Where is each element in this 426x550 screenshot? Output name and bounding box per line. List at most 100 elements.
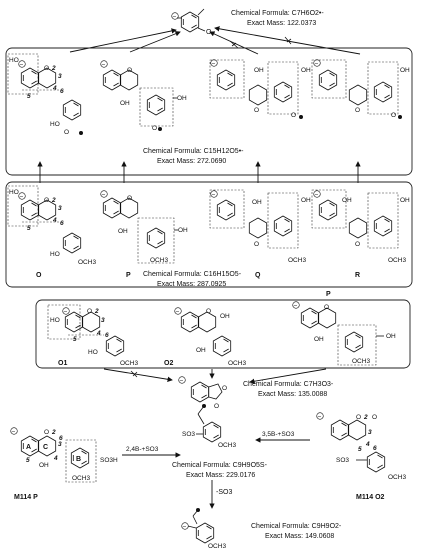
svg-text:5: 5 (27, 93, 31, 100)
label-p: P (126, 272, 131, 279)
arrow-o-top (69, 28, 177, 53)
svg-text:SO3: SO3 (182, 431, 195, 438)
svg-text:O: O (127, 67, 132, 74)
svg-text:6: 6 (373, 445, 377, 452)
svg-text:O: O (324, 304, 329, 311)
svg-text:OH: OH (252, 199, 262, 206)
svg-text:3: 3 (101, 317, 105, 324)
svg-text:O: O (391, 112, 396, 119)
svg-text:O: O (355, 107, 360, 114)
top-o: O (206, 29, 212, 36)
box-radical-anions (5, 47, 413, 176)
box2-formula: Chemical Formula: C16H15O5- (143, 271, 242, 278)
svg-text:O: O (206, 308, 211, 315)
svg-text:O: O (254, 241, 259, 248)
box2-mass: Exact Mass: 287.0925 (157, 281, 226, 288)
label-q: Q (255, 272, 261, 279)
svg-text:4: 4 (53, 455, 58, 462)
label-r: R (355, 272, 360, 279)
final-formula: Chemical Formula: C9H9O2- (251, 523, 342, 530)
svg-text:OCH3: OCH3 (228, 360, 246, 367)
ring-b: B (76, 456, 81, 463)
svg-text:OH: OH (400, 67, 410, 74)
svg-text:OCH3: OCH3 (218, 442, 236, 449)
svg-text:OH: OH (314, 336, 324, 343)
struct-p-radical: O − OH OH O (100, 60, 187, 132)
svg-text:5: 5 (26, 457, 30, 464)
svg-text:−: − (212, 61, 216, 68)
label-o: O (36, 272, 42, 279)
svg-text:3: 3 (58, 205, 62, 212)
top-mass: Exact Mass: 122.0373 (247, 20, 316, 27)
svg-text:O: O (356, 414, 361, 421)
svg-text:HO: HO (50, 121, 60, 128)
svg-text:OH: OH (400, 197, 410, 204)
struct-m114-p: − A C O 2 3 4 5 6 OH B SO3H OCH3 M114 P (10, 427, 118, 501)
svg-text:4: 4 (365, 441, 370, 448)
svg-text:6: 6 (60, 88, 64, 95)
svg-text:O: O (44, 197, 49, 204)
lactone-mass: Exact Mass: 135.0088 (258, 391, 327, 398)
svg-text:2: 2 (51, 197, 56, 204)
svg-text:OCH3: OCH3 (352, 358, 370, 365)
svg-text:OH: OH (386, 333, 396, 340)
svg-text:OCH3: OCH3 (388, 474, 406, 481)
svg-text:OH: OH (120, 100, 130, 107)
sulfate-mass: Exact Mass: 229.0176 (186, 472, 255, 479)
svg-text:HO: HO (50, 251, 60, 258)
lactone-formula: Chemical Formula: C7H3O3- (243, 381, 334, 388)
struct-lactone: − O O (178, 376, 227, 410)
left-arrow-label: 2,4B-+SO3 (126, 446, 159, 453)
svg-text:OH: OH (301, 197, 311, 204)
box-isomers (35, 299, 411, 369)
ring-c: C (43, 444, 48, 451)
svg-text:3: 3 (58, 441, 62, 448)
svg-text:OCH3: OCH3 (78, 259, 96, 266)
svg-text:5: 5 (73, 336, 77, 343)
svg-text:O: O (372, 414, 377, 421)
svg-text:−: − (212, 192, 216, 199)
svg-text:2: 2 (94, 308, 99, 315)
svg-text:5: 5 (27, 225, 31, 232)
svg-text:O: O (44, 429, 49, 436)
svg-text:HO: HO (50, 317, 60, 324)
svg-text:O: O (64, 129, 69, 136)
top-formula: Chemical Formula: C7H6O2•- (231, 10, 324, 17)
box-precursor-ions (5, 181, 413, 288)
top-minus: − (173, 14, 177, 21)
struct-p: O − OH OH OCH3 P (100, 190, 188, 279)
svg-text:6: 6 (60, 220, 64, 227)
struct-o2: O OH − OH OCH3 O2 (164, 307, 246, 367)
arrow-r-top (214, 26, 361, 55)
struct-p-box3: O − OH OH OCH3 P (292, 291, 396, 366)
svg-text:OH: OH (118, 228, 128, 235)
svg-text:OCH3: OCH3 (388, 257, 406, 264)
struct-m114-o2: − O 2 O 3 4 5 6 SO3 OCH3 M114 O2 (316, 412, 406, 501)
svg-text:4: 4 (52, 85, 57, 92)
svg-text:2: 2 (51, 429, 56, 436)
svg-text:−: − (318, 414, 322, 421)
struct-o1: HO O 2 3 4 5 6 − HO OCH3 O1 (47, 304, 138, 367)
svg-text:6: 6 (105, 332, 109, 339)
struct-sulfate-fragment: SO3 OCH3 (182, 404, 236, 449)
box1-mass: Exact Mass: 272.0690 (157, 158, 226, 165)
svg-text:OH: OH (254, 67, 264, 74)
svg-text:2: 2 (363, 414, 368, 421)
svg-text:OH: OH (196, 347, 206, 354)
sulfate-formula: Chemical Formula: C9H9O5S- (172, 462, 268, 469)
svg-text:HO: HO (9, 189, 19, 196)
svg-text:OH: OH (220, 313, 230, 320)
struct-r-radical: − O OH O (311, 59, 410, 119)
svg-text:−: − (315, 61, 319, 68)
svg-text:O: O (87, 308, 92, 315)
svg-text:−: − (102, 192, 106, 199)
svg-text:OH: OH (342, 197, 352, 204)
svg-text:O: O (222, 385, 227, 392)
struct-o-radical: HO O 2 3 4 5 6 − HO O (7, 53, 83, 136)
top-product: − O Chemical Formula: C7H6O2•- Exact Mas… (171, 8, 324, 36)
svg-text:−: − (183, 524, 187, 531)
struct-q: − OH O OH OCH3 Q (209, 189, 311, 279)
svg-text:−: − (294, 303, 298, 310)
so3-loss: -SO3 (216, 489, 232, 496)
